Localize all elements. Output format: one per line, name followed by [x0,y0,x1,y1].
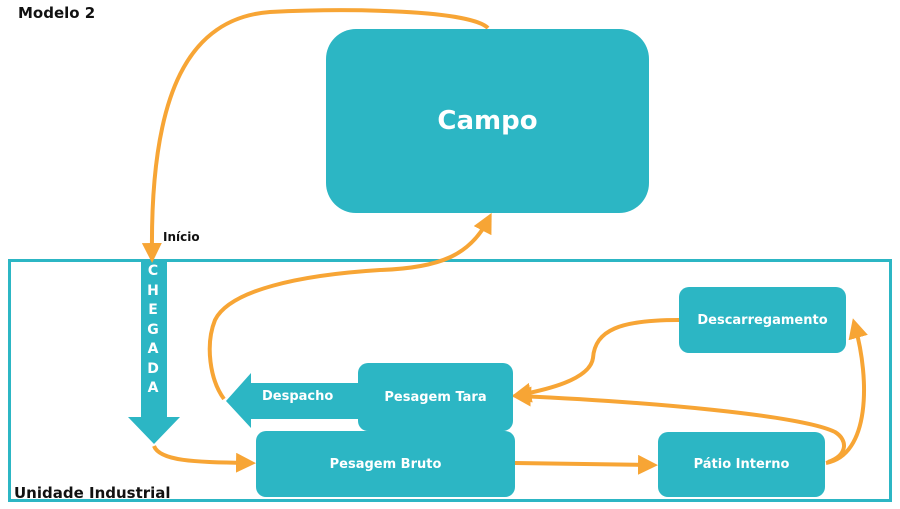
node-pesagem-tara: Pesagem Tara [358,363,513,431]
connector-patio-to-tara [511,386,846,464]
industrial-unit-frame [8,259,892,502]
connector-descarregamento-to-tara [511,318,680,403]
node-descarregamento-label: Descarregamento [697,312,828,328]
chegada-label: C H E G A D A [140,262,166,399]
chegada-letter: G [147,321,159,338]
chegada-arrow [128,262,180,444]
despacho-label: Despacho [262,389,334,404]
node-descarregamento: Descarregamento [679,287,846,353]
node-campo: Campo [326,29,649,213]
connector-campo-to-chegada [141,8,490,263]
connector-chegada-to-bruto [152,444,256,473]
node-pesagem-tara-label: Pesagem Tara [384,389,487,405]
node-patio-interno-label: Pátio Interno [693,457,790,472]
despacho-arrow [226,373,358,428]
connector-despacho-to-campo [207,212,492,401]
node-pesagem-bruto: Pesagem Bruto [256,431,515,497]
chegada-letter: E [148,302,158,318]
chegada-letter: H [147,282,159,299]
node-campo-label: Campo [437,106,538,136]
diagram-title: Modelo 2 [18,4,96,22]
chegada-letter: C [147,263,159,279]
chegada-letter: D [147,360,159,377]
chegada-letter: A [147,380,159,396]
start-label: Início [163,230,200,244]
node-patio-interno: Pátio Interno [658,432,825,497]
industrial-unit-label: Unidade Industrial [14,484,171,502]
chegada-letter: A [147,341,159,357]
connector-bruto-to-patio [514,454,658,475]
node-pesagem-bruto-label: Pesagem Bruto [329,456,442,472]
